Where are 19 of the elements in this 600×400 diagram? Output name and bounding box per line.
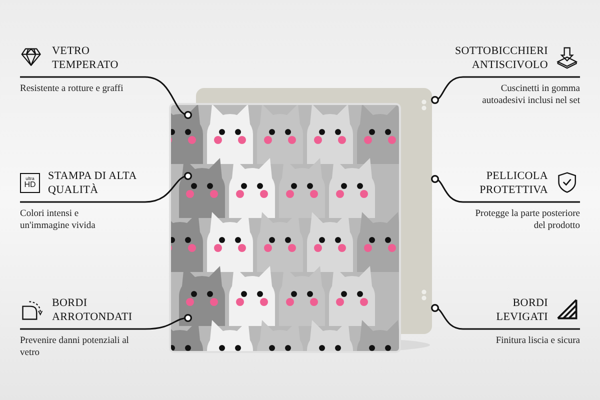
feature-title: VETRO TEMPERATO: [52, 44, 120, 72]
feature-description: Colori intensi e un'immagine vivida: [20, 208, 96, 232]
feature-title: BORDI LEVIGATI: [495, 296, 548, 324]
feature-description: Cuscinetti in gomma autoadesivi inclusi nel set: [481, 83, 580, 107]
feature-title: PELLICOLA PROTETTIVA: [478, 169, 548, 197]
feature-title: SOTTOBICCHIERI ANTISCIVOLO: [454, 44, 548, 72]
leader-line: [431, 304, 580, 330]
leader-line: [431, 175, 580, 203]
leader-line: [20, 76, 192, 119]
feature-description: Protegge la parte posteriore del prodotto: [474, 208, 580, 232]
feature-description: Finitura liscia e sicura: [494, 335, 580, 347]
leader-line: [431, 76, 580, 104]
coaster-product-drawing: [168, 86, 434, 354]
leader-line: [20, 172, 192, 203]
feature-title: STAMPA DI ALTA QUALITÀ: [48, 169, 138, 197]
feature-title: BORDI ARROTONDATI: [52, 296, 134, 324]
leader-line: [20, 314, 192, 330]
feature-description: Prevenire danni potenziali al vetro: [20, 335, 130, 359]
feature-description: Resistente a rotture e graffi: [20, 83, 124, 95]
